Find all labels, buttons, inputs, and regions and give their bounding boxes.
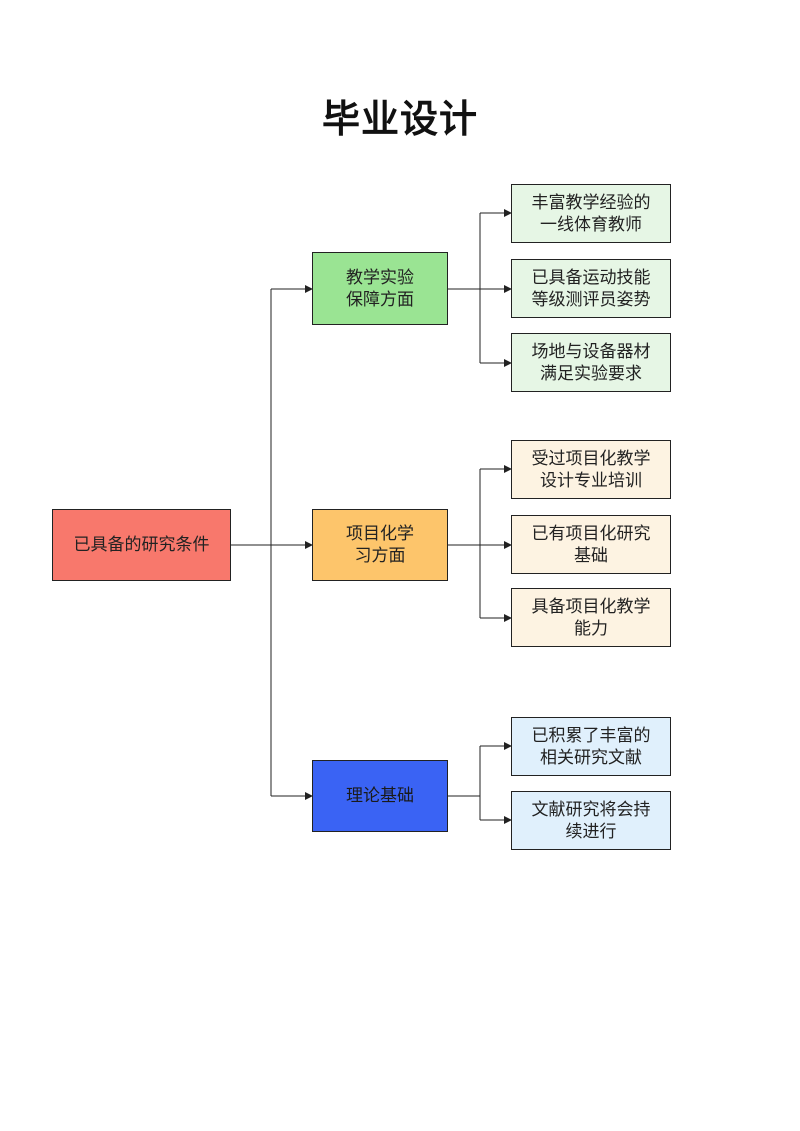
leaf-node-label: 受过项目化教学 设计专业培训 xyxy=(531,448,651,491)
leaf-node-label: 场地与设备器材 满足实验要求 xyxy=(531,341,651,384)
branch-node-theory-basis: 理论基础 xyxy=(312,760,448,832)
leaf-node: 受过项目化教学 设计专业培训 xyxy=(511,440,671,499)
leaf-node-label: 具备项目化教学 能力 xyxy=(531,596,651,639)
leaf-node: 文献研究将会持 续进行 xyxy=(511,791,671,850)
page-title: 毕业设计 xyxy=(321,97,478,141)
leaf-node-label: 文献研究将会持 续进行 xyxy=(531,799,651,842)
leaf-node: 场地与设备器材 满足实验要求 xyxy=(511,333,671,392)
leaf-node-label: 丰富教学经验的 一线体育教师 xyxy=(531,192,651,235)
branch-node-label: 教学实验 保障方面 xyxy=(346,267,414,310)
branch-node-label: 项目化学 习方面 xyxy=(346,524,414,566)
leaf-node: 已具备运动技能 等级测评员姿势 xyxy=(511,259,671,318)
branch-node-label: 理论基础 xyxy=(346,786,414,806)
branch-node-project-learning: 项目化学 习方面 xyxy=(312,509,448,581)
leaf-node: 已积累了丰富的 相关研究文献 xyxy=(511,717,671,776)
leaf-node-label: 已有项目化研究 基础 xyxy=(531,523,651,566)
root-node: 已具备的研究条件 xyxy=(52,509,231,581)
leaf-node-label: 已积累了丰富的 相关研究文献 xyxy=(531,725,651,768)
root-node-label: 已具备的研究条件 xyxy=(73,535,210,555)
leaf-node: 具备项目化教学 能力 xyxy=(511,588,671,647)
branch-node-teaching-experiment: 教学实验 保障方面 xyxy=(312,252,448,325)
leaf-node-label: 已具备运动技能 等级测评员姿势 xyxy=(531,267,651,310)
leaf-node: 丰富教学经验的 一线体育教师 xyxy=(511,184,671,243)
leaf-node: 已有项目化研究 基础 xyxy=(511,515,671,574)
